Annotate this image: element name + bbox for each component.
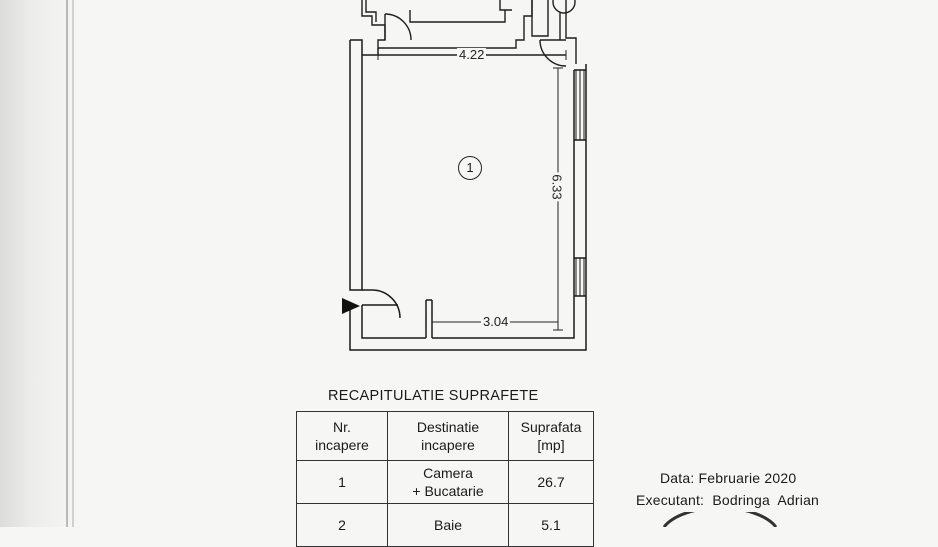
cell-destination: Camera + Bucatarie: [387, 460, 509, 504]
table-row: 2 Baie 5.1: [296, 503, 594, 547]
stamp-fragment: [662, 512, 778, 527]
header-destination: Destinatie incapere: [387, 411, 509, 461]
surface-table: Nr. incapere Destinatie incapere Suprafa…: [296, 411, 594, 547]
cell-nr: 1: [296, 460, 388, 504]
floor-plan: [342, 0, 587, 351]
executant-label: Executant: Bodringa Adrian: [636, 492, 820, 508]
date-label: Data: Februarie 2020: [660, 470, 797, 486]
table-header-row: Nr. incapere Destinatie incapere Suprafa…: [296, 411, 594, 461]
scanned-page-edge: [0, 0, 78, 527]
dimension-top: 4.22: [457, 47, 487, 62]
cell-destination: Baie: [387, 503, 509, 547]
table-row: 1 Camera + Bucatarie 26.7: [296, 460, 594, 504]
header-nr: Nr. incapere: [296, 411, 388, 461]
dimension-bottom: 3.04: [481, 314, 511, 329]
entrance-arrow-icon: [342, 298, 360, 314]
header-surface: Suprafata [mp]: [508, 411, 594, 461]
cell-area: 26.7: [508, 460, 594, 504]
dimension-right: 6.33: [549, 172, 565, 202]
cell-area: 5.1: [508, 503, 594, 547]
room-number-badge: 1: [458, 156, 482, 180]
cell-nr: 2: [296, 503, 388, 547]
table-title: RECAPITULATIE SUPRAFETE: [328, 388, 539, 404]
